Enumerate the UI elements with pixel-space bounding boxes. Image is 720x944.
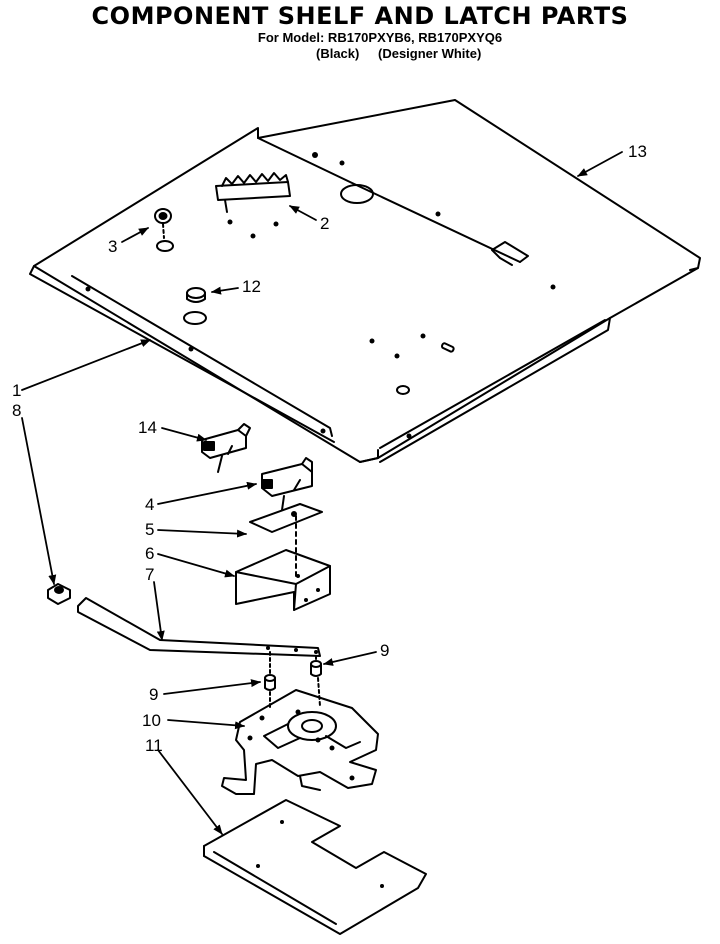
part-7-latch-rod — [77, 597, 321, 657]
component-shelf — [29, 99, 701, 463]
diagram-title: COMPONENT SHELF AND LATCH PARTS — [91, 2, 629, 30]
callout-7: 7 — [145, 565, 155, 584]
callout-3: 3 — [108, 237, 118, 256]
part-4-switch — [261, 457, 313, 511]
callout-10: 10 — [142, 711, 161, 730]
callout-9-right: 9 — [380, 641, 390, 660]
callout-14: 14 — [138, 418, 157, 437]
callout-1: 1 — [12, 381, 22, 400]
callout-4: 4 — [145, 495, 155, 514]
part-2-wire-clip — [215, 172, 291, 213]
callout-13: 13 — [628, 142, 647, 161]
callout-12: 12 — [242, 277, 261, 296]
part-3-grommet — [154, 208, 172, 239]
part-6-bracket — [235, 549, 331, 611]
part-5-insulator — [249, 503, 323, 533]
part-9-spacer-left — [264, 651, 276, 711]
part-8-bushing — [47, 583, 71, 605]
callout-6: 6 — [145, 544, 155, 563]
variant-black-label: (Black) — [316, 46, 360, 61]
callout-8: 8 — [12, 401, 22, 420]
callout-5: 5 — [145, 520, 155, 539]
part-10-latch-assembly — [221, 689, 379, 795]
part-12-plug — [186, 287, 206, 303]
part-9-spacer-right — [310, 655, 322, 707]
callout-11: 11 — [145, 736, 163, 755]
variant-white-label: (Designer White) — [378, 46, 482, 61]
callout-2: 2 — [320, 214, 330, 233]
part-14-switch — [201, 423, 251, 473]
model-line: For Model: RB170PXYB6, RB170PXYQ6 — [257, 30, 503, 45]
callout-9-left: 9 — [149, 685, 159, 704]
part-11-cover-plate — [203, 799, 427, 935]
callout-leaders — [21, 151, 623, 835]
